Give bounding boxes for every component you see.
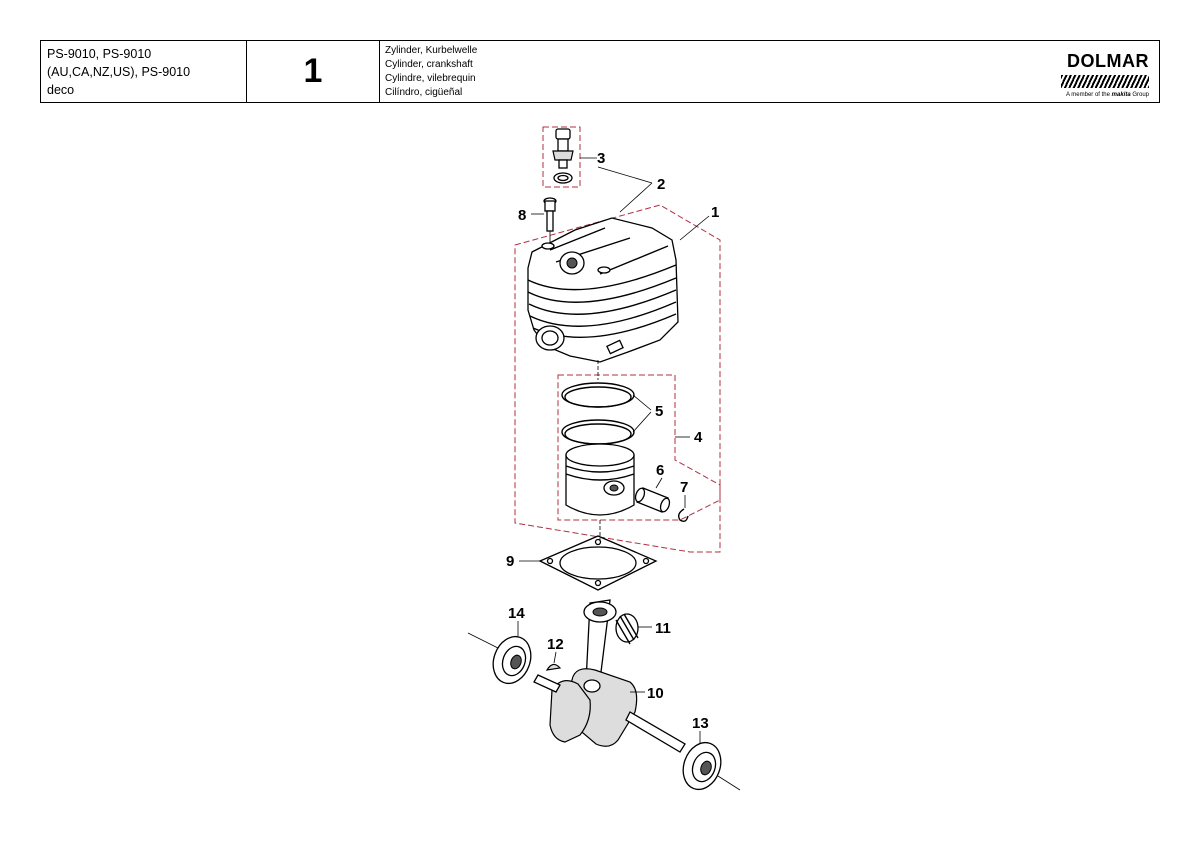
page-number: 1 bbox=[247, 41, 380, 102]
tagline-suffix: Group bbox=[1130, 92, 1149, 98]
title-cell: Zylinder, Kurbelwelle Cylinder, cranksha… bbox=[380, 41, 1049, 102]
cylinder-screw bbox=[543, 197, 557, 245]
piston-rings bbox=[561, 382, 635, 445]
tagline-prefix: A member of the bbox=[1065, 92, 1112, 98]
woodruff-key bbox=[545, 663, 562, 671]
model-cell: PS-9010, PS-9010 (AU,CA,NZ,US), PS-9010 … bbox=[41, 41, 247, 102]
callout-6: 6 bbox=[656, 462, 664, 479]
brand-stripes bbox=[1061, 75, 1149, 88]
needle-bearing bbox=[615, 613, 639, 645]
piston-assembly-outline bbox=[557, 374, 721, 521]
callout-4: 4 bbox=[694, 429, 703, 446]
piston-pin-clip bbox=[677, 508, 689, 523]
title-en: Cylinder, crankshaft bbox=[385, 59, 473, 70]
callout-11: 11 bbox=[655, 620, 671, 637]
callout-7: 7 bbox=[680, 479, 688, 496]
callout-10: 10 bbox=[647, 685, 664, 702]
callout-9: 9 bbox=[506, 553, 514, 570]
logo-cell: DOLMAR A member of the makita Group bbox=[1049, 41, 1159, 102]
title-es: Cilíndro, cigüeñal bbox=[385, 87, 463, 98]
callout-3: 3 bbox=[597, 150, 605, 167]
callout-5: 5 bbox=[655, 403, 663, 420]
callout-13: 13 bbox=[692, 715, 709, 732]
cylinder-assembly-outline bbox=[514, 204, 721, 553]
piston-pin bbox=[634, 487, 671, 513]
callout-14: 14 bbox=[508, 605, 525, 622]
shaft-seal-left bbox=[467, 632, 532, 685]
leader-lines bbox=[517, 157, 710, 744]
model-line: (AU,CA,NZ,US), PS-9010 bbox=[47, 65, 191, 79]
model-line: PS-9010, PS-9010 bbox=[47, 47, 152, 61]
piston bbox=[565, 443, 635, 516]
callout-1: 1 bbox=[711, 204, 719, 221]
brand-logo: DOLMAR bbox=[1067, 51, 1149, 71]
callout-12: 12 bbox=[547, 636, 564, 653]
shaft-seal-right bbox=[682, 741, 741, 791]
callout-labels: 3 2 1 8 5 4 6 7 9 11 12 10 14 13 bbox=[506, 150, 719, 732]
crankshaft bbox=[533, 599, 686, 753]
title-block: PS-9010, PS-9010 (AU,CA,NZ,US), PS-9010 … bbox=[40, 40, 1160, 103]
tagline-brand: makita bbox=[1111, 92, 1131, 98]
cylinder-gasket bbox=[538, 535, 658, 591]
callout-8: 8 bbox=[518, 207, 526, 224]
decompression-valve-outline bbox=[542, 126, 581, 188]
cylinder bbox=[527, 217, 679, 363]
decompression-valve bbox=[552, 128, 574, 184]
brand-tagline: A member of the makita Group bbox=[1066, 92, 1149, 98]
model-line: deco bbox=[47, 83, 75, 97]
title-de: Zylinder, Kurbelwelle bbox=[385, 45, 478, 56]
title-fr: Cylindre, vilebrequin bbox=[385, 73, 476, 84]
callout-2: 2 bbox=[657, 176, 665, 193]
